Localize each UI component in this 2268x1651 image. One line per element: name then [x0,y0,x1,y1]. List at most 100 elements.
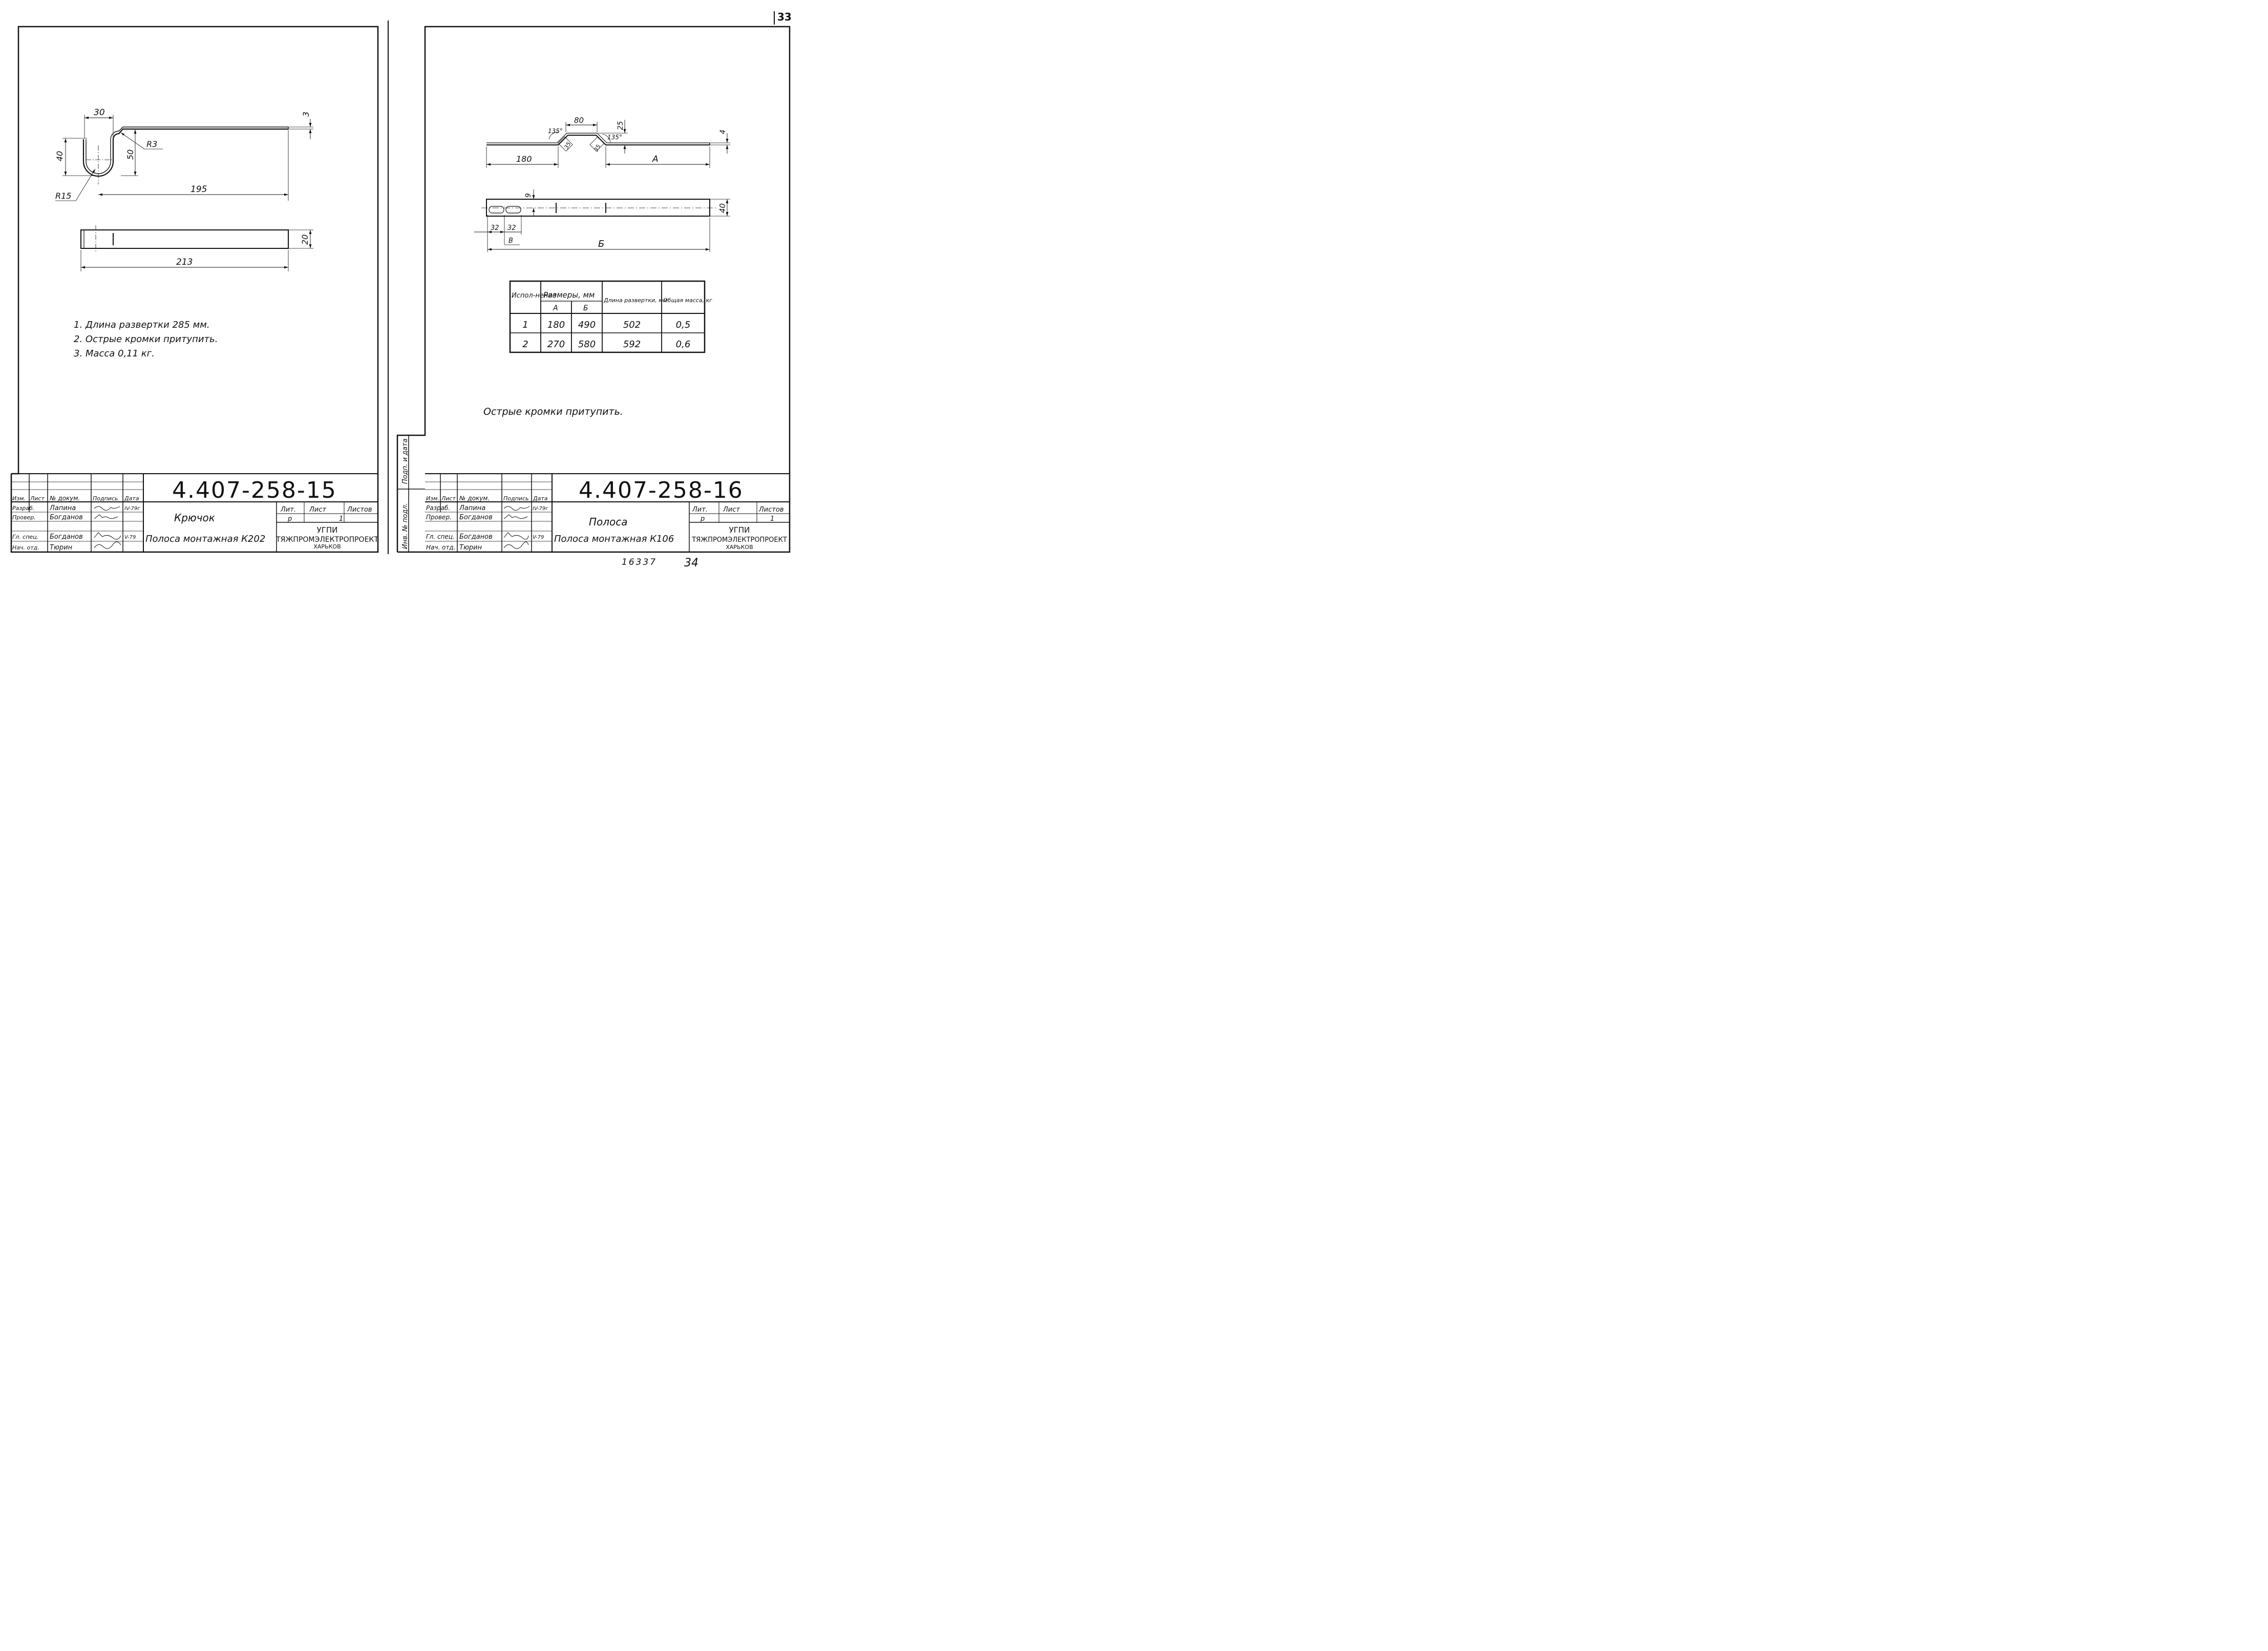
right-org-3: ХАРЬКОВ [726,544,753,551]
tr2-mass: 0,6 [676,339,691,350]
left-col-list: Лист [30,495,45,502]
dim-40-right-label: 40 [718,203,727,213]
left-title-block: Изм. Лист № докум. Подпись Дата Разраб. … [11,473,378,552]
left-date-1: IV-79г [124,506,140,512]
dim-35-left: 35 [563,141,572,151]
radius-r15-label: R15 [55,191,71,201]
left-sheet-value: 1 [339,515,343,523]
dim-213-label: 213 [176,257,193,267]
dim-4-label: 4 [719,130,727,134]
hook-flat-pattern: 20 213 [80,225,313,271]
right-org-1: УГПИ [729,525,750,535]
right-title-block: Изм. Лист № докум. Подпись Дата Разраб. … [425,473,790,552]
left-sheet-label: Лист [309,506,326,514]
signature-scribble-4 [94,541,121,549]
right-name-2: Богданов [459,514,493,521]
right-item-desc: Полоса монтажная К106 [554,534,674,544]
dim-50-label: 50 [125,150,135,160]
right-sheet-label: Лист [723,506,740,514]
right-sheet-value: 1 [770,515,774,523]
sheet-handwritten-number: 34 [684,557,698,569]
right-col-doc: № докум. [459,495,490,502]
left-note-2: 2. Острые кромки притупить. [74,334,218,345]
tr1-mass: 0,5 [676,320,691,330]
right-name-5: Тюрин [459,544,482,552]
right-sheet: Подп. и дата Инв. № подл. 80 135° 135° 2… [396,26,791,553]
right-doc-number: 4.407-258-16 [579,477,744,503]
right-col-sign: Подпись [503,495,528,502]
tr1-a: 180 [547,320,565,330]
right-date-4: V-79 [533,535,544,540]
dim-25-label: 25 [617,121,625,130]
dim-20-label: 20 [300,235,310,245]
dim-9-label: 9 [524,193,533,198]
left-name-5: Тюрин [50,544,73,552]
angle-135-right: 135° [607,134,622,141]
th-len: Длина развертки, мм [603,297,667,304]
left-lit-value: р [287,515,292,523]
side-stamp-bottom: Инв. № подл. [401,503,409,549]
right-col-izm: Изм. [426,495,439,502]
dim-35-right: 35 [592,143,602,153]
signature-scribble-2 [94,514,118,519]
left-date-4: V-79 [124,535,136,540]
right-name-1: Лапина [459,504,485,512]
dim-3-label: 3 [301,112,311,117]
left-name-2: Богданов [50,514,83,521]
tr1-len: 502 [623,320,641,330]
tr2-a: 270 [547,339,565,350]
side-stamp-top: Подп. и дата [401,438,409,484]
dim-30-label: 30 [94,108,105,118]
th-b: Б [583,304,588,312]
tr2-ispoln: 2 [522,339,528,350]
left-col-doc: № докум. [49,495,80,502]
strip-plan-view: 9 40 32 32 В Б [474,189,730,252]
tr1-ispoln: 1 [522,320,528,330]
left-name-1: Лапина [49,504,76,512]
left-sheets-label: Листов [347,506,372,514]
radius-r3-label: R3 [146,139,157,149]
right-lit-label: Лит. [692,506,708,514]
th-a: А [553,304,558,312]
left-lit-label: Лит. [280,506,296,514]
right-role-4: Гл. спец. [426,533,455,540]
signature-scribble-6 [503,514,528,519]
th-sizes: Размеры, мм [543,290,595,300]
left-col-date: Дата [124,495,139,502]
dim-A-label: А [652,154,659,164]
right-date-1: IV-79г [533,506,548,512]
dim-32-right: 32 [507,224,516,232]
left-name-4: Богданов [50,533,83,541]
left-role-4: Гл. спец. [12,534,38,540]
left-note-3: 3. Масса 0,11 кг. [74,348,155,359]
right-sheets-label: Листов [758,506,784,514]
page-number: 33 [777,11,792,23]
th-mass: Общая масса, кг [663,297,712,304]
left-note-1: 1. Длина развертки 285 мм. [74,320,210,330]
dim-32-left: 32 [491,224,499,232]
tr2-b: 580 [578,339,596,350]
left-role-1: Разраб. [12,505,34,512]
left-doc-number: 4.407-258-15 [172,477,337,503]
drawing-canvas: 33 30 3 40 [10,11,792,569]
left-org-2: ТЯЖПРОМЭЛЕКТРОПРОЕКТ [275,536,378,544]
th-ispoln: Испол-нение [512,292,557,300]
left-col-sign: Подпись [93,495,118,502]
left-role-5: Нач. отд. [12,544,39,551]
angle-135-left: 135° [548,128,563,135]
right-role-5: Нач. отд. [426,544,456,551]
signature-scribble-7 [503,532,529,540]
signature-scribble-3 [94,532,121,540]
left-sheet: 30 3 40 50 R3 R15 [10,26,378,553]
right-lit-value: р [700,515,705,523]
right-sheet-frame [396,26,791,553]
dim-180-label: 180 [516,154,532,164]
dim-40-label: 40 [55,151,65,161]
right-org-2: ТЯЖПРОМЭЛЕКТРОПРОЕКТ [691,536,787,544]
left-role-2: Провер. [12,514,36,521]
right-role-2: Провер. [426,514,452,521]
right-role-1: Разраб. [426,504,450,512]
left-item-desc: Полоса монтажная К202 [145,534,265,544]
right-name-4: Богданов [459,533,493,541]
right-note: Острые кромки притупить. [483,406,623,417]
